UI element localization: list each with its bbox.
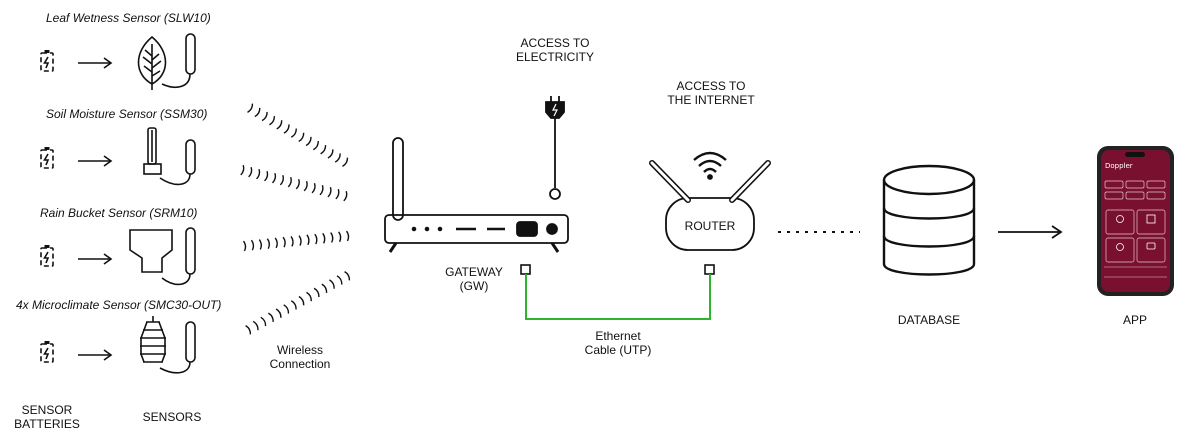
wave-arc xyxy=(345,230,350,242)
sensor-row-rain xyxy=(40,227,196,286)
wave-arc xyxy=(327,148,335,160)
wave-arc xyxy=(247,166,254,178)
ethernet-cable xyxy=(525,274,711,320)
wave-arc xyxy=(330,231,334,244)
wave-arc xyxy=(267,311,276,323)
wave-arc xyxy=(337,230,342,243)
power-plug-icon xyxy=(545,96,565,200)
rain-bucket-icon xyxy=(129,227,196,286)
wave-arc xyxy=(343,270,352,282)
gateway-icon xyxy=(384,137,569,253)
wave-arc xyxy=(263,170,270,182)
wave-arc xyxy=(255,168,262,180)
phone-icon: Doppler xyxy=(1097,146,1174,296)
sensor-label-soil: Soil Moisture Sensor (SSM30) xyxy=(46,107,208,121)
database-label: DATABASE xyxy=(897,313,961,327)
sensor-batteries-label: SENSOR BATTERIES xyxy=(14,403,80,431)
gateway-port xyxy=(520,264,531,275)
wave-arc xyxy=(287,176,293,188)
wave-arc xyxy=(313,286,321,298)
battery-icon xyxy=(40,146,54,169)
gateway-label: GATEWAY (GW) xyxy=(445,265,503,293)
sensor-label-microclimate: 4x Microclimate Sensor (SMC30-OUT) xyxy=(16,298,222,312)
wave-arc xyxy=(290,299,299,311)
wave-arc xyxy=(319,144,328,156)
wave-arc xyxy=(328,278,337,290)
sensor-row-soil xyxy=(40,127,196,186)
arrow-right-icon xyxy=(77,57,112,69)
battery-icon xyxy=(40,49,54,72)
wave-arc xyxy=(254,107,262,118)
wave-arc xyxy=(252,319,261,331)
leaf-sensor-icon xyxy=(137,33,196,90)
wave-arc xyxy=(283,123,291,135)
wave-arc xyxy=(305,290,314,302)
wave-arc xyxy=(275,307,283,319)
arrow-to-app xyxy=(998,225,1063,239)
wave-arc xyxy=(298,234,303,247)
ethernet-label: Ethernet Cable (UTP) xyxy=(584,329,652,357)
sensor-row-microclimate xyxy=(40,316,196,374)
wave-arc xyxy=(336,274,344,286)
sensor-label-rain: Rain Bucket Sensor (SRM10) xyxy=(40,206,198,220)
sensor-row-leaf xyxy=(40,33,196,90)
arrow-right-icon xyxy=(77,349,112,361)
app-label: APP xyxy=(1122,313,1148,327)
wave-arc xyxy=(260,315,268,327)
wireless-label: Wireless Connection xyxy=(269,343,331,371)
wave-arc xyxy=(334,152,343,164)
wave-arc xyxy=(271,172,278,184)
wave-arc xyxy=(298,132,306,143)
database-icon xyxy=(882,164,976,276)
wave-arc xyxy=(341,156,350,168)
battery-icon xyxy=(40,244,54,267)
wave-arc xyxy=(240,164,246,176)
phone-app-title: Doppler xyxy=(1105,162,1133,170)
wave-arc xyxy=(268,115,277,127)
wave-arc xyxy=(276,119,284,131)
router-icon xyxy=(649,151,771,251)
wave-arc xyxy=(279,174,285,186)
router-label: ROUTER xyxy=(684,219,736,233)
battery-icon xyxy=(40,340,54,363)
wave-arc xyxy=(290,235,295,248)
wave-arc xyxy=(244,324,253,336)
wave-arc xyxy=(242,240,247,252)
wave-arc xyxy=(335,188,341,200)
arrow-right-icon xyxy=(77,253,112,265)
arrow-right-icon xyxy=(77,155,112,167)
wave-arc xyxy=(314,233,318,245)
wireless-waves xyxy=(240,102,352,336)
wave-arc xyxy=(311,182,317,194)
internet-label: ACCESS TO THE INTERNET xyxy=(667,79,755,107)
wave-arc xyxy=(319,184,325,196)
wave-arc xyxy=(283,303,291,315)
wave-arc xyxy=(274,237,279,249)
wave-arc xyxy=(327,186,333,198)
electricity-label: ACCESS TO ELECTRICITY xyxy=(515,36,595,64)
wave-arc xyxy=(306,233,311,246)
wave-arc xyxy=(282,236,287,248)
wave-arc xyxy=(303,180,309,192)
wave-arc xyxy=(322,232,326,244)
sensor-label-leaf: Leaf Wetness Sensor (SLW10) xyxy=(46,11,211,25)
wave-arc xyxy=(312,140,321,152)
sensors-label: SENSORS xyxy=(142,410,202,424)
wave-arc xyxy=(266,237,271,250)
wave-arc xyxy=(246,102,255,114)
microclimate-sensor-icon xyxy=(140,316,196,374)
wave-arc xyxy=(258,238,263,251)
wave-arc xyxy=(305,136,313,147)
wave-arc xyxy=(321,282,329,294)
soil-sensor-icon xyxy=(143,127,196,186)
wave-arc xyxy=(343,190,349,202)
wave-arc xyxy=(295,178,301,190)
wave-arc xyxy=(261,111,270,123)
wave-arc xyxy=(298,295,306,306)
wave-arc xyxy=(290,127,299,139)
wave-arc xyxy=(250,239,255,251)
router-port xyxy=(704,264,715,275)
